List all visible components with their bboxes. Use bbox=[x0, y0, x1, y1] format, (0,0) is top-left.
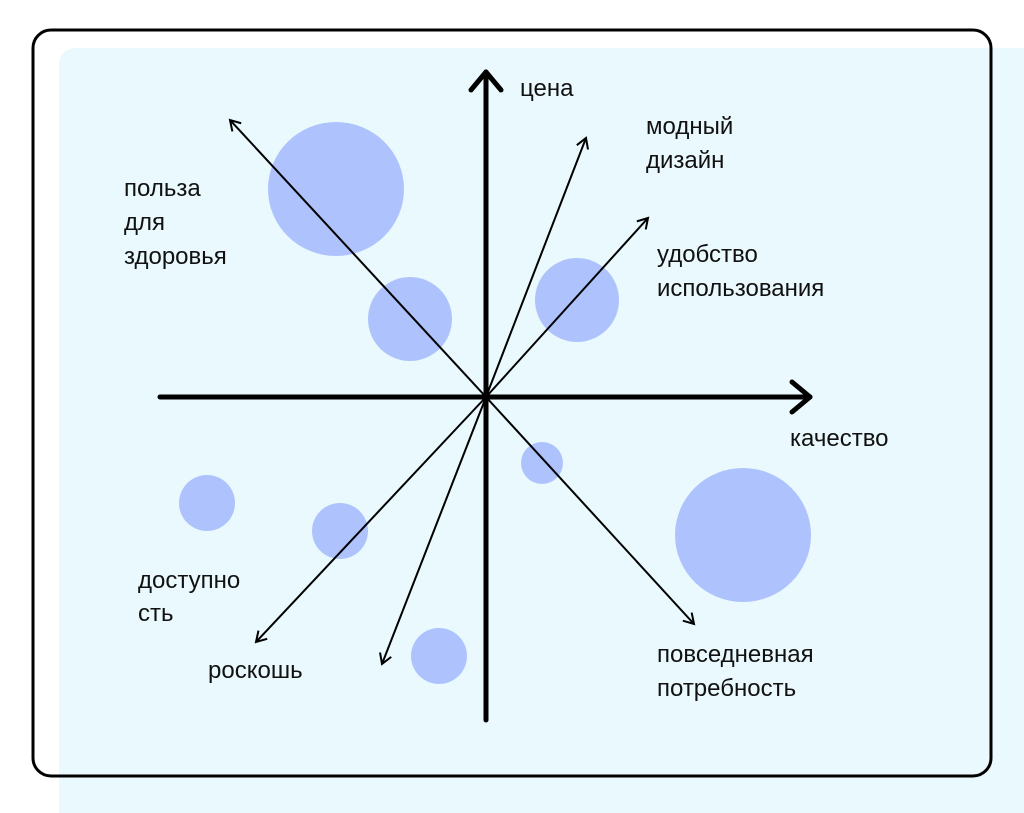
bubble bbox=[268, 122, 404, 256]
vector-affordability bbox=[254, 396, 487, 644]
bubble bbox=[411, 628, 467, 684]
bubble bbox=[521, 442, 563, 484]
vector-convenience bbox=[485, 216, 650, 398]
label-fashion-2: дизайн bbox=[646, 147, 724, 174]
label-everyday-1: повседневная bbox=[657, 641, 814, 668]
label-health-1: польза bbox=[124, 175, 201, 202]
main-axes bbox=[157, 69, 813, 723]
vector-luxury bbox=[379, 396, 487, 666]
label-everyday-2: потребность bbox=[657, 675, 796, 702]
label-health-2: для bbox=[124, 209, 165, 236]
label-convenience-2: использования bbox=[657, 275, 824, 302]
bubble bbox=[368, 277, 452, 361]
label-affordability-1: доступно bbox=[138, 567, 240, 594]
vector-everyday bbox=[485, 396, 696, 626]
bubble bbox=[675, 468, 811, 602]
vector-fashion bbox=[485, 136, 589, 398]
frame bbox=[31, 28, 993, 778]
label-health-3: здоровья bbox=[124, 243, 227, 270]
vector-health bbox=[228, 118, 487, 398]
label-luxury: роскошь bbox=[208, 657, 303, 684]
bubbles bbox=[179, 122, 811, 684]
axis-label-quality: качество bbox=[790, 425, 889, 452]
bubble bbox=[179, 475, 235, 531]
vectors bbox=[228, 118, 696, 666]
label-fashion-1: модный bbox=[646, 113, 733, 140]
label-affordability-2: сть bbox=[138, 600, 174, 627]
axis-label-price: цена bbox=[520, 75, 574, 102]
label-convenience-1: удобство bbox=[657, 241, 758, 268]
bubble bbox=[312, 503, 368, 559]
